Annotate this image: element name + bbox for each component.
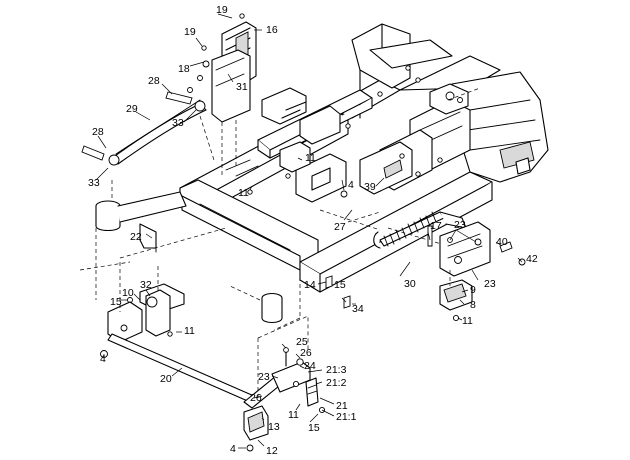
- steering-tower-assembly: [201, 13, 257, 176]
- callout-10: 10: [122, 287, 134, 299]
- callout-28-top: 28: [148, 75, 160, 87]
- callout-26-low: 26: [250, 392, 262, 404]
- callout-24: 24: [304, 360, 316, 372]
- callout-32: 32: [140, 279, 152, 291]
- callout-19-mid: 19: [184, 26, 196, 38]
- callout-30: 30: [404, 278, 416, 290]
- callout-16: 16: [266, 24, 278, 36]
- front-pivot-bracket: [107, 262, 185, 343]
- callout-27: 27: [334, 221, 346, 233]
- callout-25: 25: [296, 336, 308, 348]
- callout-42: 42: [526, 253, 538, 265]
- callout-29: 29: [126, 103, 138, 115]
- callout-22: 22: [130, 231, 142, 243]
- callout-31: 31: [236, 81, 248, 93]
- callout-21: 21: [336, 400, 348, 412]
- callout-labels: 19 16 19 18 31 28 29 33 28 33 11 4 11 39…: [88, 4, 538, 457]
- callout-26-top: 26: [300, 347, 312, 359]
- callout-33-top: 33: [172, 117, 184, 129]
- callout-11-bottom: 11: [288, 409, 299, 421]
- callout-11-left: 11: [184, 325, 195, 337]
- main-frame: [179, 23, 549, 293]
- callout-8: 8: [470, 299, 476, 311]
- callout-14: 14: [304, 279, 316, 291]
- callout-9: 9: [470, 284, 476, 296]
- callout-11-right: 11: [462, 315, 473, 327]
- callout-15-mid: 15: [334, 279, 346, 291]
- callout-20: 20: [160, 373, 172, 385]
- callout-40: 40: [496, 236, 508, 248]
- callout-39: 39: [364, 181, 376, 193]
- callout-21-2: 21:2: [326, 377, 347, 389]
- callout-23-center: 23: [258, 371, 270, 383]
- front-spring-arm: [81, 91, 207, 166]
- center-link-assembly: [243, 315, 326, 452]
- misc-hardware: [187, 75, 351, 309]
- rear-mount-block: [439, 270, 473, 322]
- callout-21-3: 21:3: [326, 364, 347, 376]
- callout-21-1: 21:1: [336, 411, 357, 423]
- callout-15-bottom: 15: [308, 422, 320, 434]
- callout-11-upper: 11: [305, 152, 316, 164]
- callout-18: 18: [178, 63, 190, 75]
- callout-12: 12: [266, 445, 278, 457]
- callout-4-bottom: 4: [230, 443, 236, 455]
- callout-33-left: 33: [88, 177, 100, 189]
- callout-28-left: 28: [92, 126, 104, 138]
- leader-lines: [95, 13, 523, 449]
- callout-13: 13: [268, 421, 280, 433]
- callout-23-right-low: 23: [484, 278, 496, 290]
- callout-23-right-top: 23: [454, 219, 466, 231]
- callout-4-left: 4: [100, 353, 106, 365]
- rear-torsion-spring: [373, 211, 469, 253]
- rear-right-bracket: [427, 221, 526, 277]
- callout-19-top: 19: [216, 4, 228, 16]
- callout-17: 17: [430, 220, 442, 232]
- callout-15-left: 15: [110, 296, 122, 308]
- tie-rod: [100, 333, 255, 403]
- callout-11-mid: 11: [238, 187, 249, 199]
- callout-34: 34: [352, 303, 364, 315]
- front-axle-tube: [95, 191, 283, 324]
- assembly-guide-lines: [79, 87, 481, 331]
- callout-4-upper: 4: [348, 179, 354, 191]
